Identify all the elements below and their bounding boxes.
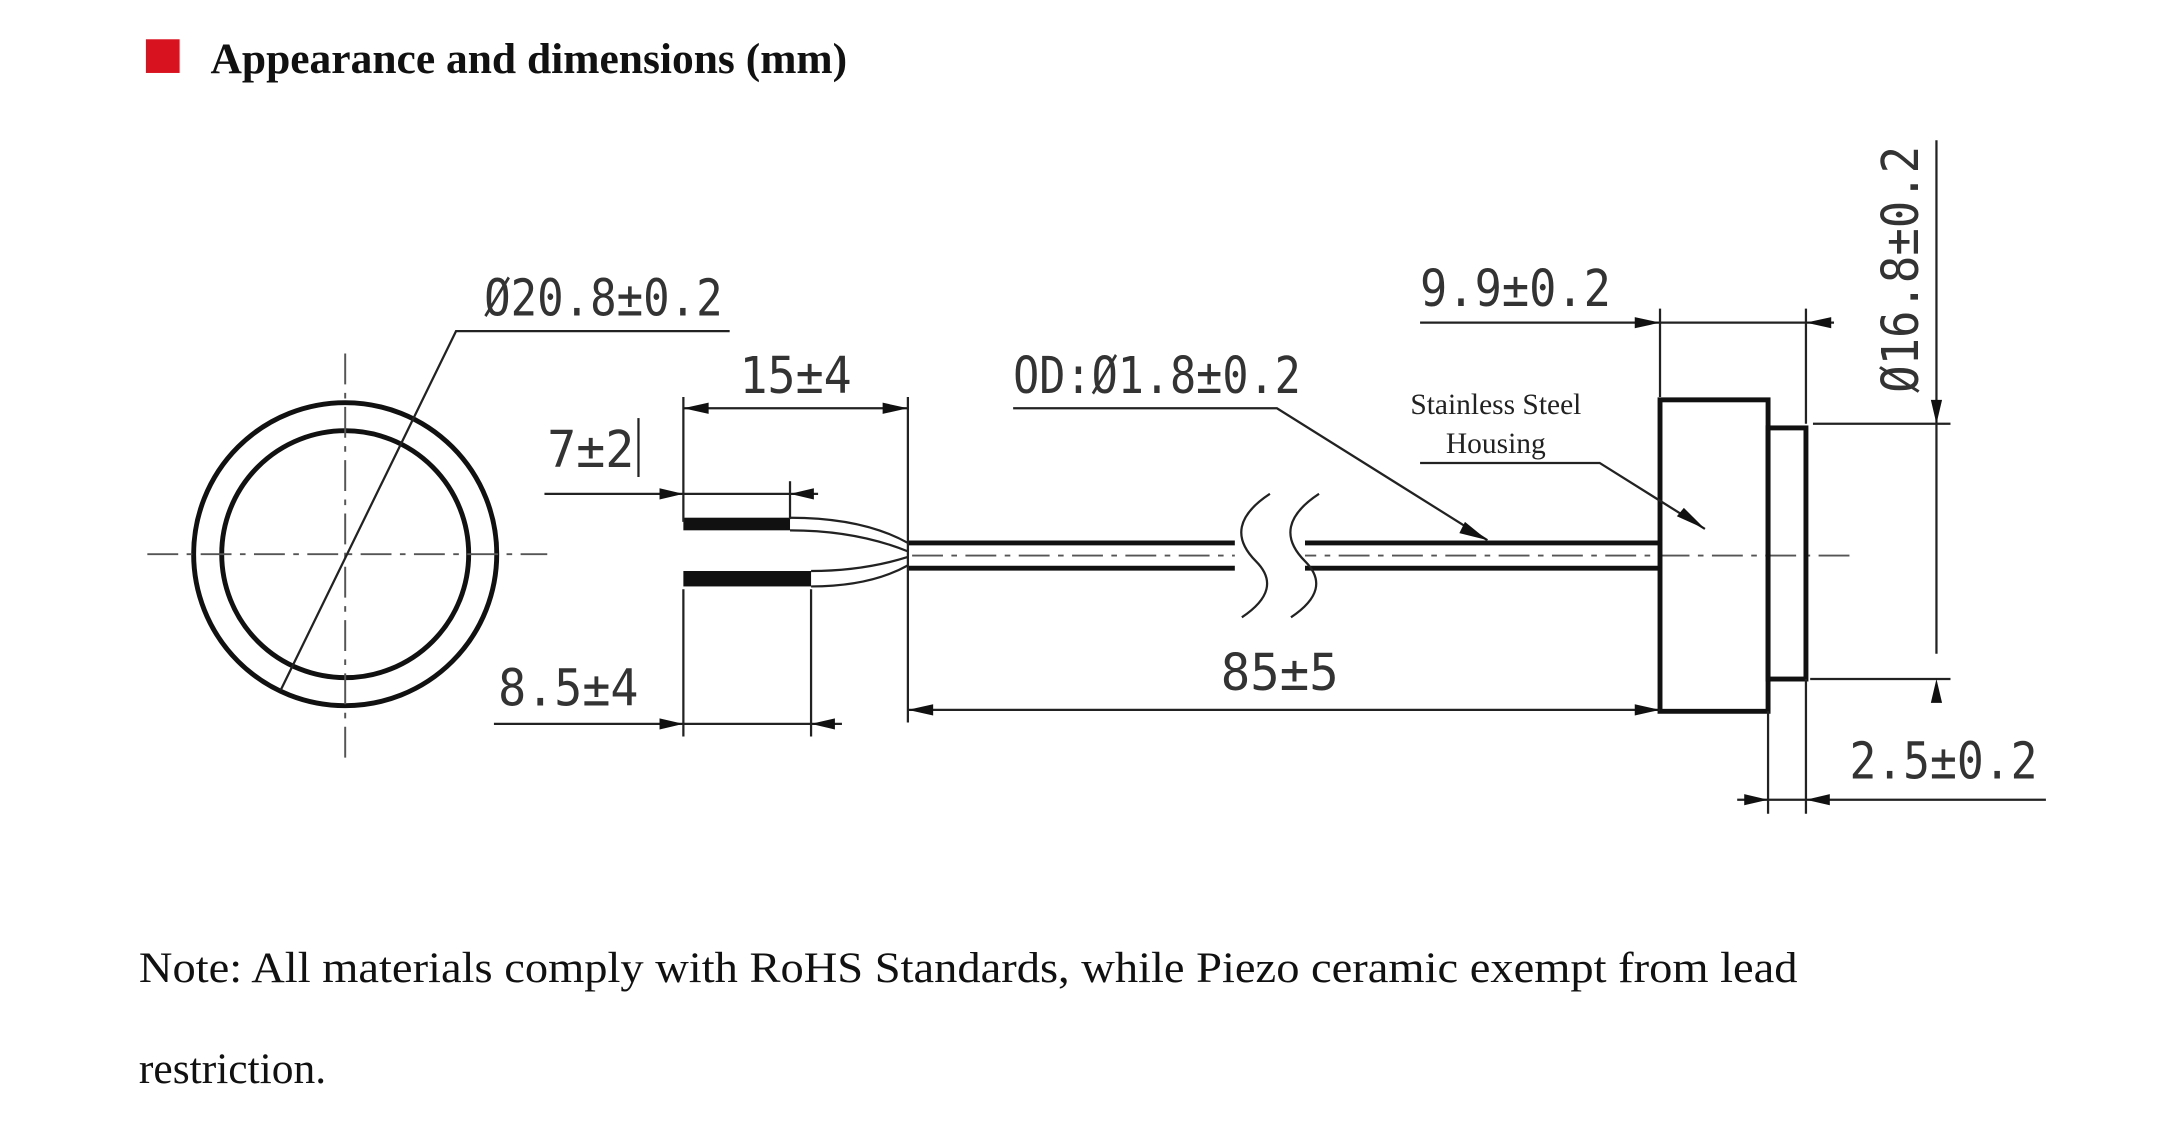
inner-strip-label: 7±2 [547, 420, 634, 479]
cable [907, 492, 1853, 619]
cable-od-label: OD:Ø1.8±0.2 [1013, 346, 1301, 405]
housing-label-line1: Stainless Steel [1410, 389, 1581, 421]
lead-wires [683, 516, 909, 588]
housing [1657, 397, 1809, 714]
front-view: Ø20.8±0.2 [147, 269, 730, 758]
lead-offset-label: 8.5±4 [498, 659, 638, 718]
strip-length-label: 15±4 [740, 346, 852, 405]
housing-label-line2: Housing [1446, 428, 1546, 460]
section-title: Appearance and dimensions (mm) [210, 35, 847, 83]
heading-marker [145, 39, 180, 73]
front-diameter-label: Ø20.8±0.2 [484, 269, 723, 328]
cable-length-label: 85±5 [1221, 643, 1339, 702]
dimension-drawing: Ø20.8±0.2 15±4 [147, 140, 2046, 814]
note-line-2: restriction. [139, 1045, 326, 1093]
housing-diameter-label: Ø16.8±0.2 [1871, 146, 1930, 393]
housing-length-label: 9.9±0.2 [1420, 259, 1611, 318]
step-length-label: 2.5±0.2 [1849, 732, 2037, 791]
note-line-1: Note: All materials comply with RoHS Sta… [139, 944, 1798, 992]
